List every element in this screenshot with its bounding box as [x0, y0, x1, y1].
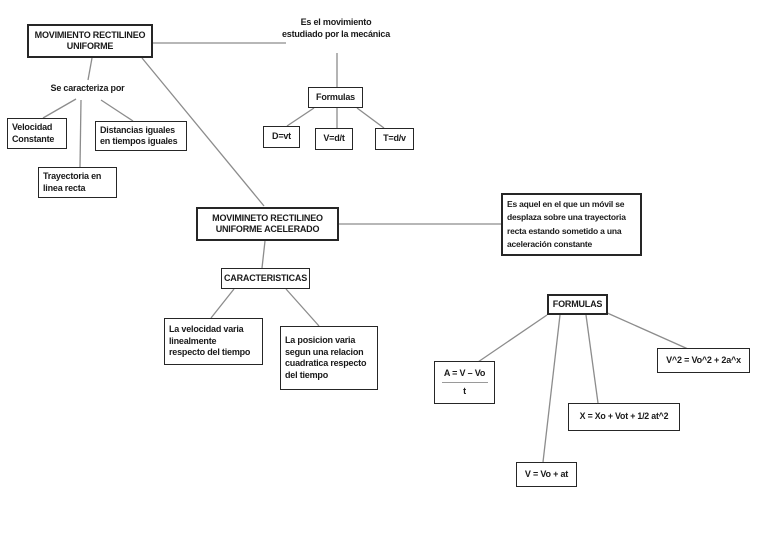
se-caracteriza-label: Se caracteriza por: [50, 83, 125, 93]
char-posicion-box: La posicion varia segun una relacion cua…: [280, 326, 378, 390]
formula-dvt-box: D=vt: [263, 126, 300, 148]
formula-acceleration-box: A = V – Vo t: [434, 361, 495, 404]
formula-tdv-box: T=d/v: [375, 128, 414, 150]
mru-formulas-box: Formulas: [308, 87, 363, 108]
trait-velocidad-box: Velocidad Constante: [7, 118, 67, 149]
formula-position-box: X = Xo + Vot + 1/2 at^2: [568, 403, 680, 431]
formula-acceleration-denominator: t: [463, 386, 466, 396]
mrua-title-box: MOVIMINETO RECTILINEO UNIFORME ACELERADO: [196, 207, 339, 241]
trait-trayectoria-box: Trayectoria en linea recta: [38, 167, 117, 198]
mru-title-box: MOVIMIENTO RECTILINEO UNIFORME: [27, 24, 153, 58]
mrua-formulas-box: FORMULAS: [547, 294, 608, 315]
trait-distancias-box: Distancias iguales en tiempos iguales: [95, 121, 187, 151]
mru-definition-text: Es el movimiento estudiado por la mecáni…: [281, 17, 391, 39]
caracteristicas-box: CARACTERISTICAS: [221, 268, 310, 289]
char-velocidad-box: La velocidad varia linealmente respecto …: [164, 318, 263, 365]
formula-vdt-box: V=d/t: [315, 128, 353, 150]
formula-acceleration-numerator: A = V – Vo: [443, 367, 486, 378]
formula-velocity-squared-box: V^2 = Vo^2 + 2a^x: [657, 348, 750, 373]
fraction-bar: [441, 382, 488, 383]
mrua-definition-box: Es aquel en el que un móvil se desplaza …: [501, 193, 642, 256]
formula-velocity-box: V = Vo + at: [516, 462, 577, 487]
